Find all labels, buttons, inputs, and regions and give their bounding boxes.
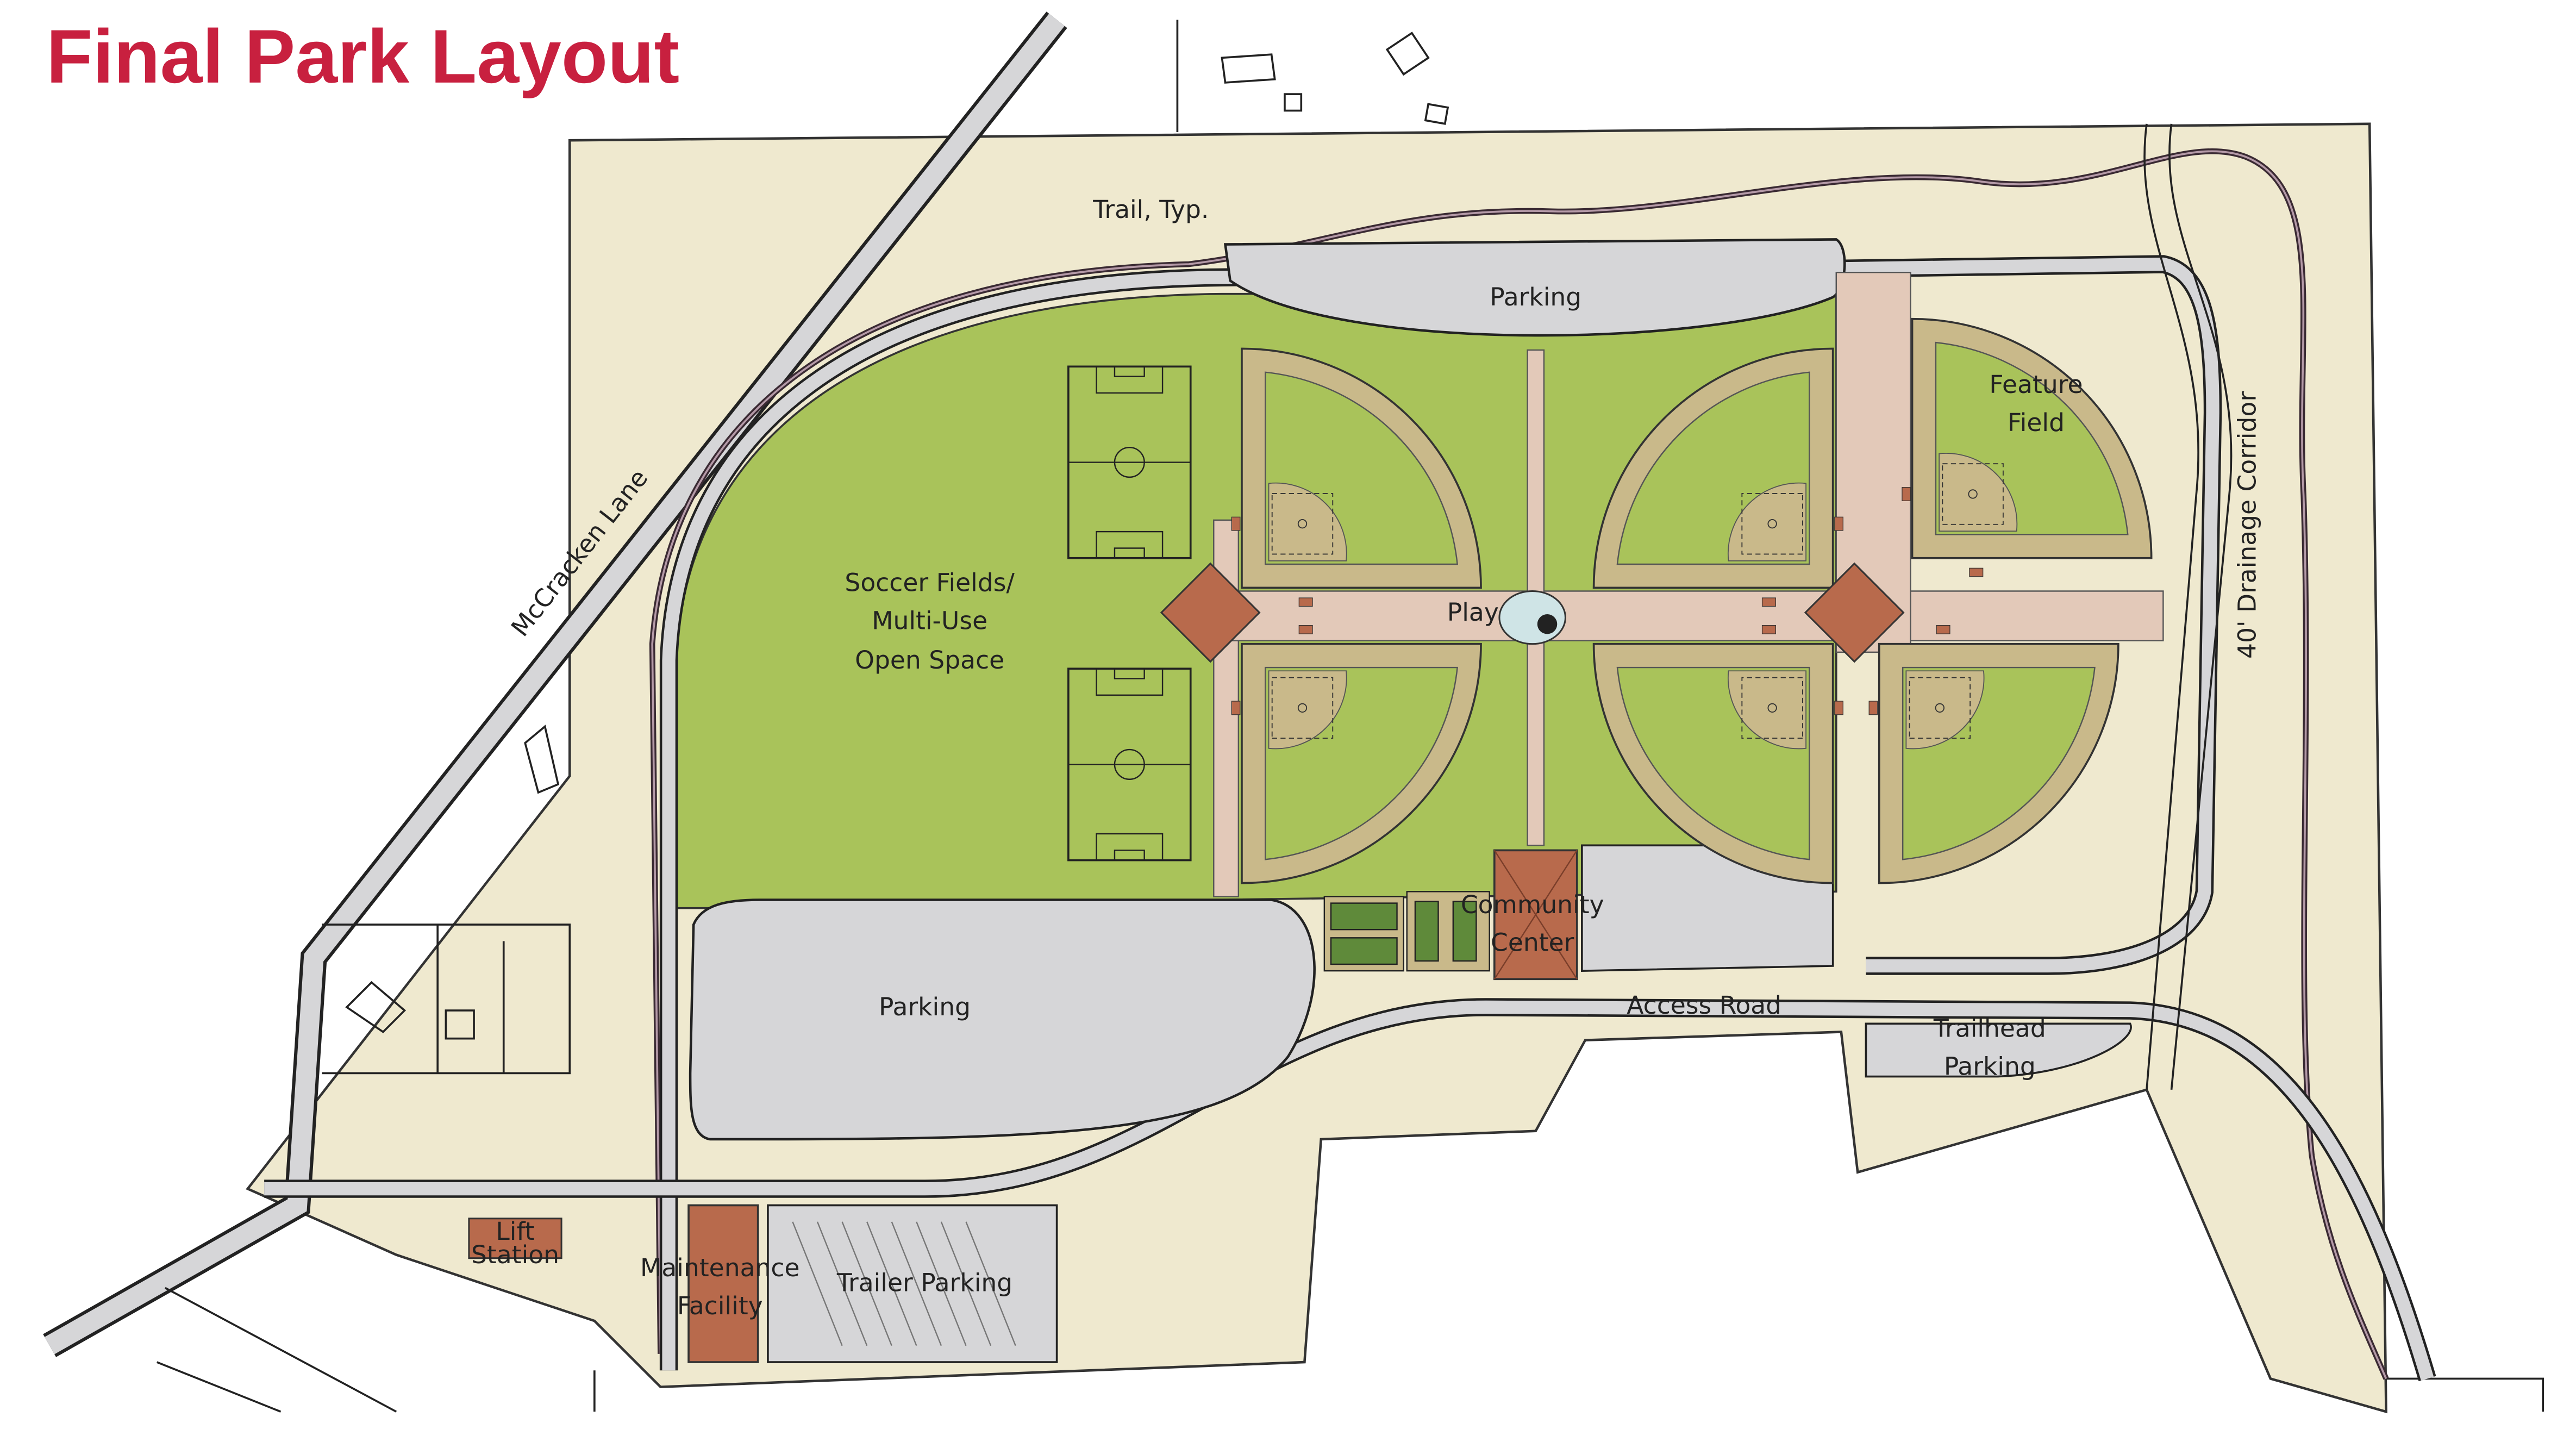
label-trail: Trail, Typ. bbox=[1092, 195, 1209, 224]
page-title: Final Park Layout bbox=[46, 14, 679, 99]
soccer-field-2 bbox=[1067, 667, 1192, 862]
maintenance-facility bbox=[687, 1204, 759, 1363]
label-play: Play bbox=[1447, 598, 1499, 627]
label-trailer-parking: Trailer Parking bbox=[836, 1268, 1012, 1297]
drainage-corridor bbox=[2143, 123, 2233, 1090]
label-maintenance-1: Maintenance bbox=[640, 1253, 799, 1282]
adjacent-parcels bbox=[156, 20, 2544, 1413]
label-parking-north: Parking bbox=[1490, 283, 1581, 311]
label-maintenance-2: Facility bbox=[677, 1291, 763, 1320]
label-community-1: Community bbox=[1461, 890, 1604, 919]
trailhead-parking bbox=[1865, 1022, 2132, 1078]
label-feature-field-2: Field bbox=[2008, 408, 2065, 437]
courts bbox=[1323, 891, 1490, 972]
label-feature-field-1: Feature bbox=[1989, 370, 2083, 399]
parking-south bbox=[689, 898, 1316, 1141]
soccer-field-1 bbox=[1067, 365, 1192, 559]
pavilion-west bbox=[1160, 562, 1261, 663]
label-trailhead-2: Parking bbox=[1944, 1052, 2036, 1081]
label-access-road: Access Road bbox=[1627, 991, 1781, 1020]
label-soccer-1: Soccer Fields/ bbox=[845, 568, 1015, 597]
label-trailhead-1: Trailhead bbox=[1933, 1014, 2046, 1043]
label-drainage-corridor: 40' Drainage Corridor bbox=[2233, 391, 2262, 659]
label-lift-2: Station bbox=[471, 1240, 559, 1269]
label-lift-1: Lift bbox=[496, 1217, 534, 1246]
label-soccer-2: Multi-Use bbox=[872, 606, 987, 635]
label-parking-south: Parking bbox=[879, 993, 971, 1021]
play-area bbox=[1498, 590, 1566, 645]
label-soccer-3: Open Space bbox=[855, 646, 1004, 675]
lift-station bbox=[468, 1218, 562, 1259]
pavilion-east bbox=[1804, 562, 1905, 663]
label-community-2: Center bbox=[1491, 928, 1574, 957]
